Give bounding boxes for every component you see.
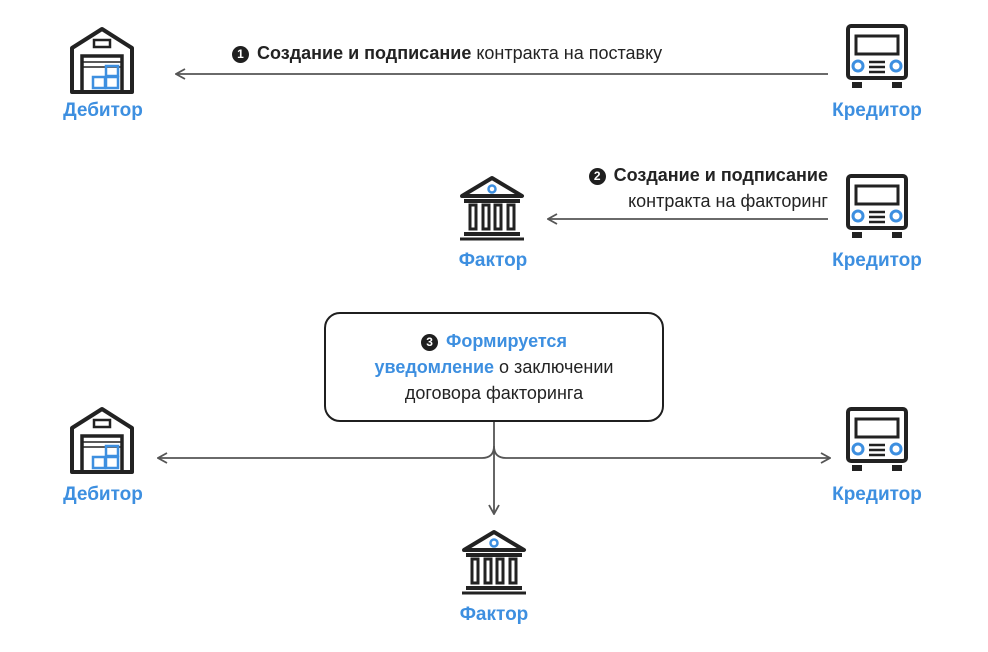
creditor-label-3: Кредитор bbox=[832, 484, 922, 505]
creditor-label-1: Кредитор bbox=[832, 100, 922, 121]
bank-icon bbox=[460, 176, 524, 241]
debtor-label-2: Дебитор bbox=[63, 484, 143, 505]
creditor-label-2: Кредитор bbox=[832, 250, 922, 271]
factor-label-1: Фактор bbox=[458, 250, 528, 271]
truck-icon bbox=[846, 407, 908, 471]
step-number-badge: 2 bbox=[588, 168, 606, 185]
truck-icon bbox=[846, 174, 908, 238]
debtor-label-1: Дебитор bbox=[63, 100, 143, 121]
factor-label-2: Фактор bbox=[459, 604, 529, 625]
truck-icon bbox=[846, 24, 908, 88]
bank-icon bbox=[462, 530, 526, 595]
notice-box bbox=[324, 312, 664, 422]
warehouse-icon bbox=[70, 407, 134, 474]
step-number-badge: 1 bbox=[232, 46, 249, 63]
warehouse-icon bbox=[70, 27, 134, 94]
step-number-badge: 3 bbox=[421, 334, 439, 351]
